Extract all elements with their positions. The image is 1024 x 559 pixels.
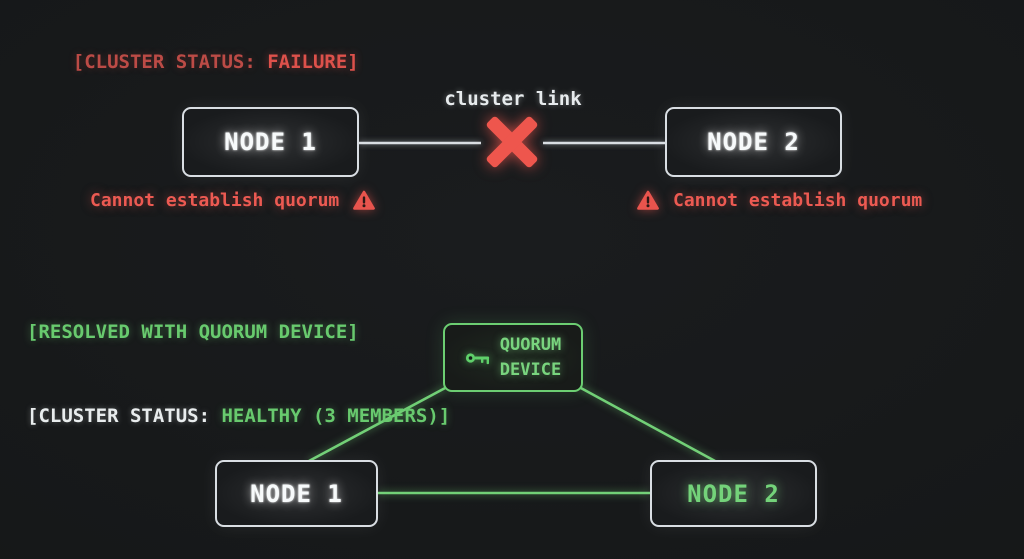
resolved-node-1-label: NODE 1 — [250, 479, 343, 508]
resolved-node-1: NODE 1 — [215, 460, 378, 527]
failure-status-header: [CLUSTER STATUS: FAILURE] — [27, 31, 359, 94]
failure-node-1: NODE 1 — [182, 107, 359, 177]
failure-node-1-label: NODE 1 — [224, 128, 317, 156]
resolved-status-value: HEALTHY (3 MEMBERS)] — [221, 405, 451, 427]
failure-status-prefix: [CLUSTER STATUS: — [72, 51, 268, 73]
failure-node-2: NODE 2 — [665, 107, 842, 177]
quorum-label-line1: QUORUM — [499, 334, 562, 355]
resolved-status-prefix: [CLUSTER STATUS: — [27, 405, 222, 427]
quorum-device-node: QUORUM DEVICE — [443, 323, 583, 392]
cluster-link-label: cluster link — [444, 88, 582, 110]
resolved-node-2-label: NODE 2 — [687, 479, 780, 508]
key-icon — [465, 352, 489, 364]
x-mark-icon — [486, 116, 538, 168]
warning-triangle-icon — [637, 190, 659, 210]
resolved-header-line1: [RESOLVED WITH QUORUM DEVICE] — [27, 321, 359, 343]
node2-warning-text: Cannot establish quorum — [673, 189, 923, 211]
failure-status-value: FAILURE] — [267, 51, 359, 73]
failure-node-2-label: NODE 2 — [707, 128, 800, 156]
node1-warning-text: Cannot establish quorum — [90, 189, 340, 211]
resolved-status-header: [RESOLVED WITH QUORUM DEVICE] [CLUSTER S… — [27, 262, 450, 486]
warning-triangle-icon — [353, 190, 376, 210]
quorum-to-node2-line — [578, 385, 716, 463]
quorum-to-node1-line — [308, 385, 448, 463]
node1-warning: Cannot establish quorum — [90, 189, 376, 211]
quorum-device-label: QUORUM DEVICE — [500, 333, 561, 383]
quorum-label-line2: DEVICE — [499, 359, 562, 380]
node2-warning: Cannot establish quorum — [637, 189, 922, 211]
resolved-header-line2: [CLUSTER STATUS: HEALTHY (3 MEMBERS)] — [27, 402, 450, 430]
resolved-node-2: NODE 2 — [650, 460, 817, 527]
